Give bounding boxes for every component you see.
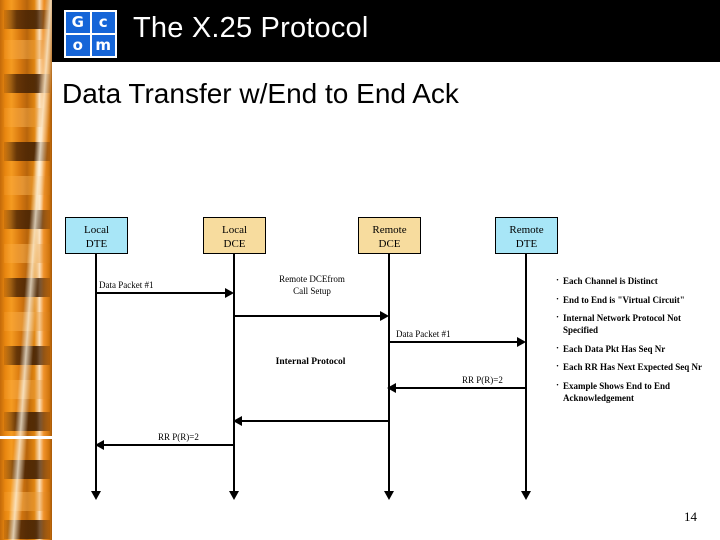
message-arrowhead-3 [517, 337, 526, 347]
header-bar [52, 0, 720, 62]
logo-cell-o: o [66, 35, 90, 56]
message-arrow-3 [388, 341, 517, 343]
message-arrowhead-6 [95, 440, 104, 450]
node-local-dce: Local DCE [203, 217, 266, 254]
bullet-item: Example Shows End to End Acknowledgement [556, 380, 716, 404]
message-arrow-5 [242, 420, 388, 422]
node-label-line2: DTE [515, 237, 538, 250]
annotation-call-setup-line2: Call Setup [293, 286, 331, 297]
node-remote-dce: Remote DCE [358, 217, 421, 254]
strip-divider [0, 436, 52, 439]
annotation-internal-protocol: Internal Protocol [275, 357, 346, 367]
logo-cell-m: m [91, 35, 115, 56]
lifeline-remote-dce [388, 254, 390, 491]
node-label-line1: Local [83, 224, 110, 236]
node-label-line1: Remote [509, 224, 544, 236]
message-arrow-2 [233, 315, 380, 317]
node-label-line2: DTE [85, 237, 108, 250]
page-number: 14 [684, 509, 697, 524]
gcom-logo: G c o m [64, 10, 117, 58]
message-arrow-4 [396, 387, 525, 389]
lifeline-end-arrow [384, 491, 394, 500]
bullet-item: Internal Network Protocol Not Specified [556, 312, 716, 336]
message-label-1: Data Packet #1 [99, 280, 154, 290]
bullet-item: Each Data Pkt Has Seq Nr [556, 343, 716, 356]
lifeline-end-arrow [229, 491, 239, 500]
node-label-line1: Remote [372, 224, 407, 236]
message-arrow-1 [95, 292, 225, 294]
annotation-call-setup-line1: Remote DCEfrom [279, 274, 345, 284]
logo-cell-g: G [66, 12, 90, 33]
node-label-line2: DCE [378, 237, 401, 250]
node-remote-dte: Remote DTE [495, 217, 558, 254]
message-label-3: Data Packet #1 [396, 329, 451, 339]
message-label-6: RR P(R)=2 [158, 432, 199, 442]
lifeline-remote-dte [525, 254, 527, 491]
message-arrowhead-4 [387, 383, 396, 393]
lifeline-local-dte [95, 254, 97, 491]
decorative-left-strip [0, 0, 52, 540]
bullet-item: Each Channel is Distinct [556, 275, 716, 288]
lifeline-local-dce [233, 254, 235, 491]
bullet-item: Each RR Has Next Expected Seq Nr [556, 361, 716, 374]
header-title: The X.25 Protocol [133, 12, 369, 44]
bullet-item: End to End is "Virtual Circuit" [556, 294, 716, 307]
page-title: Data Transfer w/End to End Ack [62, 78, 459, 109]
node-label-line1: Local [221, 224, 248, 236]
strip-rung [4, 210, 50, 229]
logo-cell-c: c [91, 12, 115, 33]
message-arrowhead-5 [233, 416, 242, 426]
lifeline-end-arrow [91, 491, 101, 500]
node-label-line2: DCE [223, 237, 246, 250]
bullet-list: Each Channel is Distinct End to End is "… [556, 275, 716, 412]
annotation-call-setup: Remote DCEfrom Call Setup [266, 273, 358, 297]
strip-rung [4, 40, 50, 59]
lifeline-end-arrow [521, 491, 531, 500]
message-label-4: RR P(R)=2 [462, 375, 503, 385]
message-arrow-6 [104, 444, 235, 446]
node-local-dte: Local DTE [65, 217, 128, 254]
message-arrowhead-1 [225, 288, 234, 298]
strip-rung [4, 10, 50, 29]
message-arrowhead-2 [380, 311, 389, 321]
